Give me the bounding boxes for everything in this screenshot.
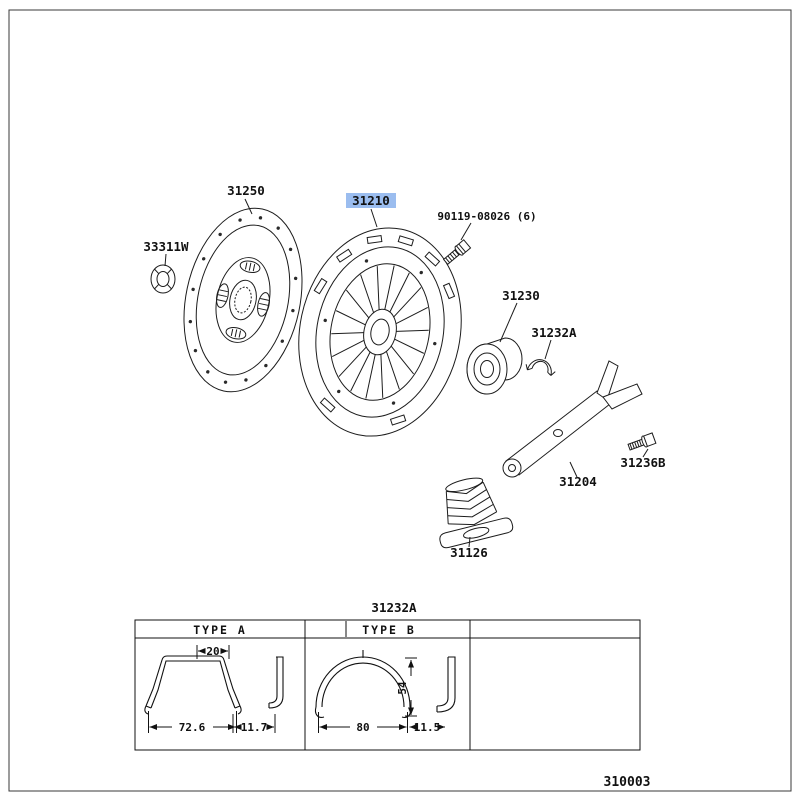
type-b-dimensions: [318, 657, 445, 733]
leader-31126: [468, 536, 471, 548]
figure-number: 310003: [604, 775, 651, 790]
retainer-clip-drawing: [525, 359, 556, 376]
part-label-31236b[interactable]: 31236B: [620, 455, 666, 470]
table-border: [134, 619, 641, 751]
type-a-dimensions: [148, 645, 276, 733]
type-a-dim-width: 72.6: [179, 721, 206, 734]
dust-boot-drawing: [439, 477, 514, 549]
type-b-clip-side-drawing: [436, 656, 456, 713]
part-label-31250[interactable]: 31250: [227, 183, 265, 198]
leader-90119: [460, 222, 472, 241]
release-bearing-drawing: [466, 337, 523, 395]
type-b-dim-width: 80: [356, 721, 369, 734]
highlight-31210: [346, 193, 396, 208]
type-a-clip-front-drawing: [144, 655, 242, 715]
leader-lines: [164, 198, 649, 548]
leader-33311w: [164, 253, 167, 267]
type-b-dim-height: 54: [396, 681, 409, 695]
part-label-31210[interactable]: 31210: [352, 193, 390, 208]
page-frame: [8, 9, 792, 792]
clutch-cover-drawing: [298, 227, 462, 437]
part-label-31232a[interactable]: 31232A: [531, 325, 577, 340]
type-a-clip-side-drawing: [268, 656, 284, 709]
leader-31230: [499, 302, 518, 343]
part-label-90119-08026[interactable]: 90119-08026 (6): [437, 210, 536, 223]
release-fork-drawing: [502, 360, 643, 478]
type-b-dim-hook: 11.5: [414, 721, 441, 734]
clutch-disc-drawing: [183, 207, 303, 393]
leader-31236b: [642, 448, 649, 458]
part-label-31230[interactable]: 31230: [502, 288, 540, 303]
table-header-type-a: TYPE A: [193, 623, 247, 637]
part-label-33311w[interactable]: 33311W: [143, 239, 189, 254]
fork-bolt-drawing: [627, 432, 657, 451]
part-label-31204[interactable]: 31204: [559, 474, 597, 489]
part-label-31126[interactable]: 31126: [450, 545, 488, 560]
table-header-type-b: TYPE B: [362, 623, 416, 637]
spec-table: [134, 619, 641, 751]
pilot-bearing-drawing: [150, 264, 176, 294]
type-a-dim-hook: 11.7: [241, 721, 268, 734]
leader-31210: [370, 208, 378, 228]
leader-31250: [244, 198, 253, 215]
leader-31232a: [544, 339, 552, 360]
cover-bolt-drawing: [442, 239, 472, 266]
leader-31204: [569, 461, 578, 478]
type-a-dim-offset: 20: [206, 645, 219, 658]
table-title: 31232A: [371, 600, 417, 615]
